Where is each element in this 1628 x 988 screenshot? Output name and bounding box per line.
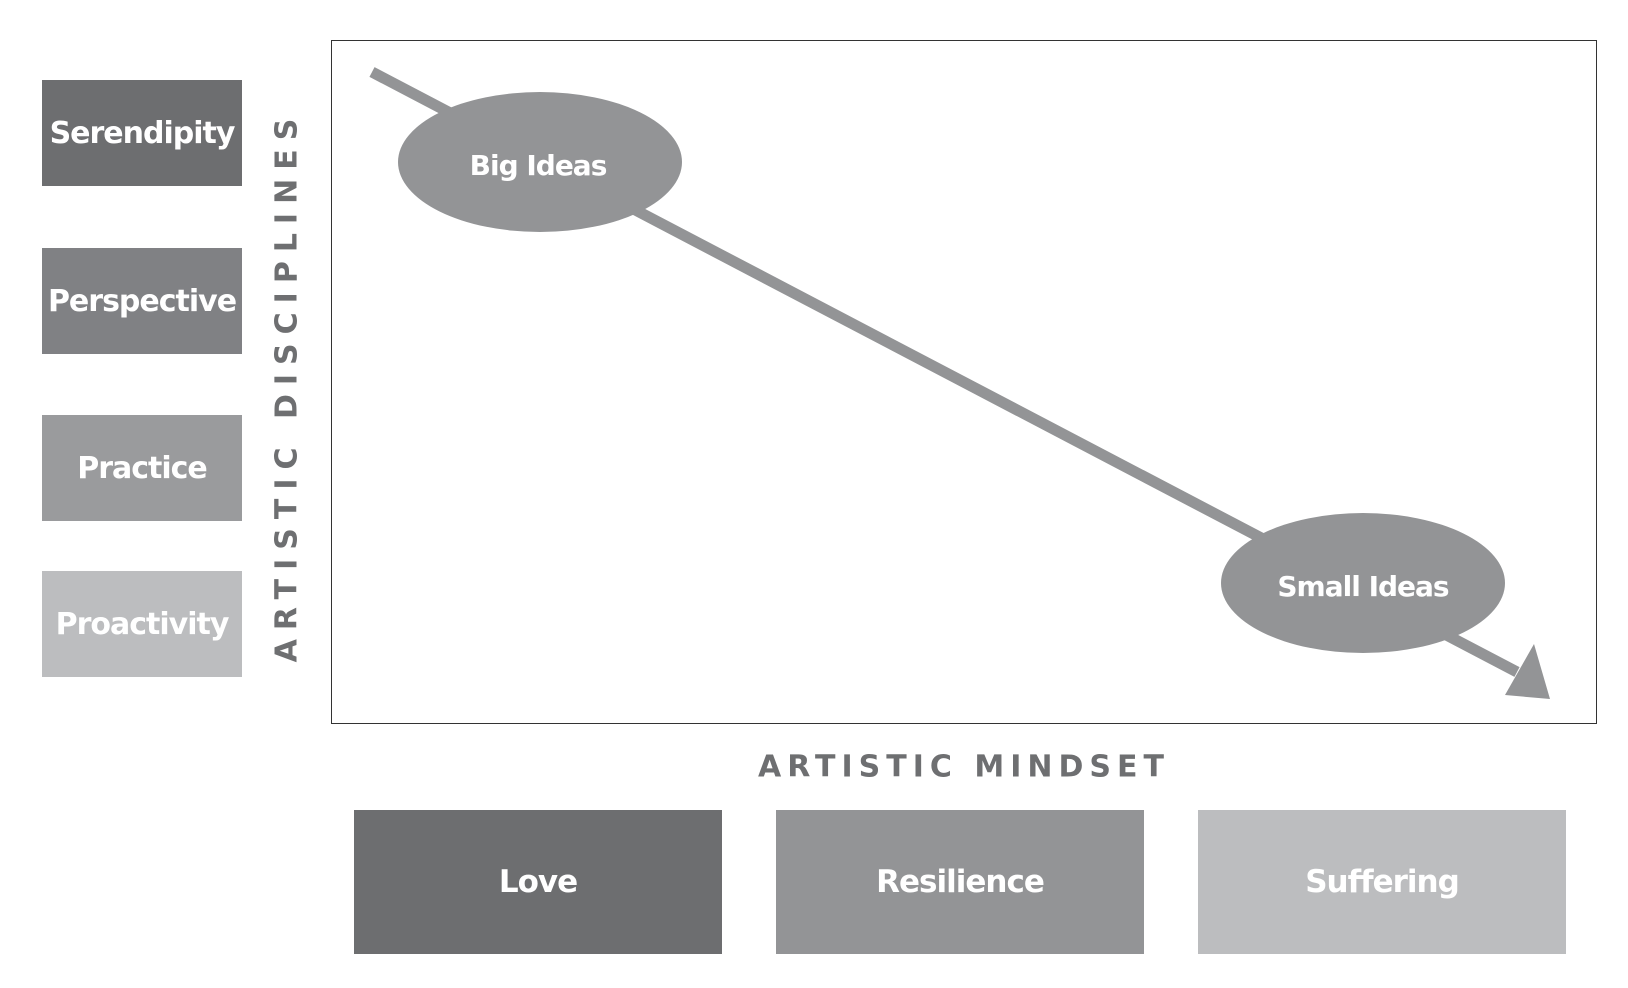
discipline-label: Practice <box>77 450 208 486</box>
discipline-practice: Practice <box>42 415 242 521</box>
mindset-love: Love <box>354 810 722 954</box>
discipline-label: Proactivity <box>55 606 230 642</box>
x-axis-label: ARTISTIC MINDSET <box>758 749 1170 785</box>
mindset-resilience: Resilience <box>776 810 1144 954</box>
discipline-proactivity: Proactivity <box>42 571 242 677</box>
diagram-frame <box>331 40 1597 724</box>
arrow-head <box>1505 644 1550 699</box>
big-ideas-label: Big Ideas <box>470 149 607 182</box>
mindset-suffering: Suffering <box>1198 810 1566 954</box>
discipline-perspective: Perspective <box>42 248 242 354</box>
discipline-label: Serendipity <box>49 115 236 151</box>
discipline-serendipity: Serendipity <box>42 80 242 186</box>
discipline-label: Perspective <box>47 283 237 319</box>
mindset-label: Love <box>498 864 578 900</box>
small-ideas-label: Small Ideas <box>1277 570 1449 603</box>
mindset-label: Resilience <box>876 864 1045 900</box>
mindset-label: Suffering <box>1305 864 1460 900</box>
small-ideas-ellipse <box>1221 513 1505 653</box>
big-ideas-ellipse <box>398 92 682 232</box>
